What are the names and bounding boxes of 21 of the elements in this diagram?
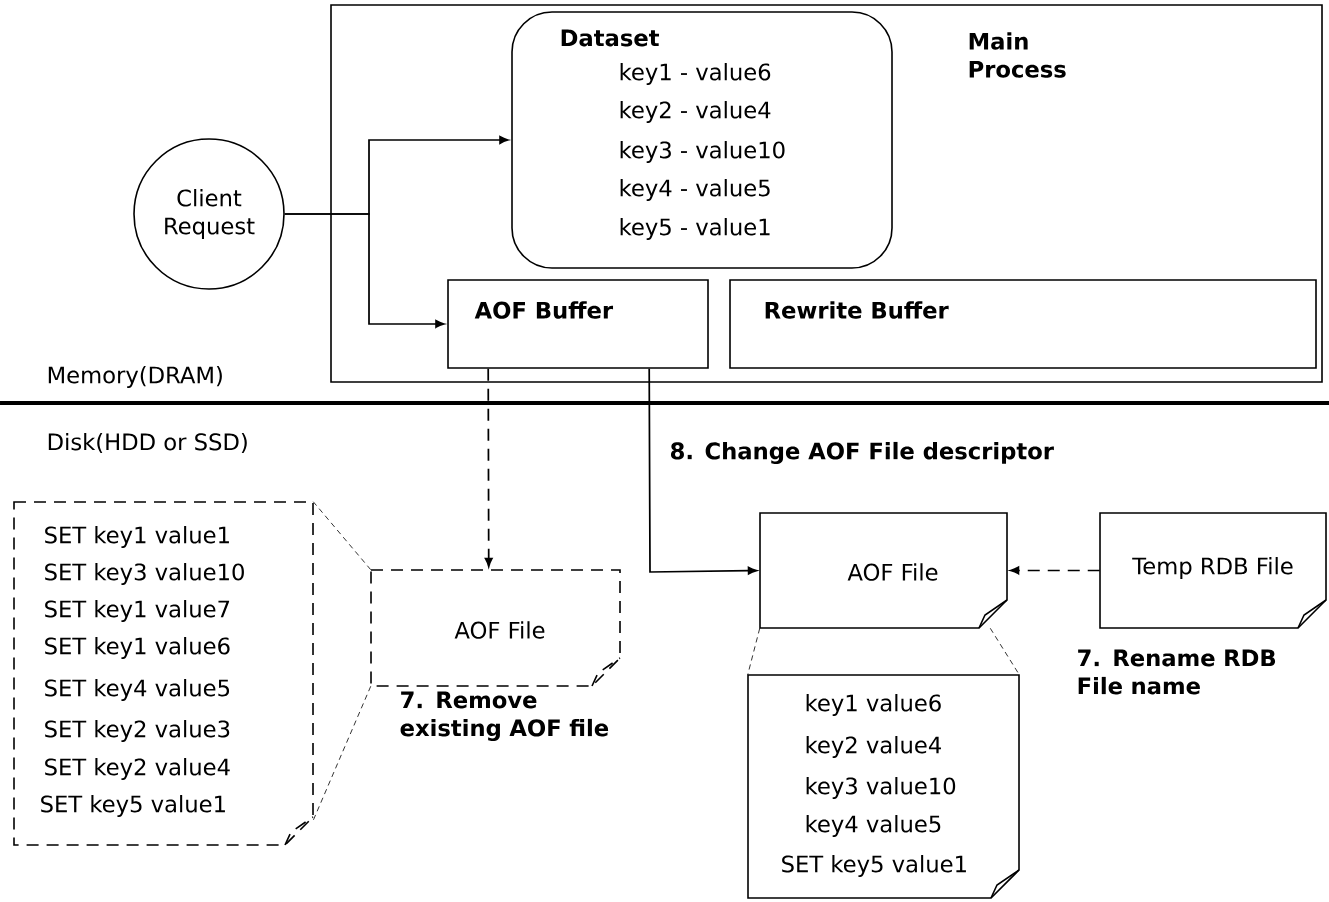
arrow	[283, 213, 445, 328]
file-document: AOF File	[759, 512, 1008, 629]
leader-line	[989, 627, 1020, 676]
step-note: 8. Change AOF File descriptor	[671, 441, 1054, 465]
area-label: Memory(DRAM)	[48, 366, 222, 388]
buffer-box: Rewrite Buffer	[729, 279, 1317, 369]
file-document: SET key1 value1 SET key3 value10 SET key1 value7 SET key1 value6 SET key4 value5 SET key2 value3 SET key2 value4 SET key5 value1	[13, 501, 314, 846]
step-note: 7. Remove existing AOF file	[400, 691, 609, 741]
buffer-box: AOF Buffer	[447, 279, 709, 369]
leader-line	[312, 501, 372, 571]
file-document: Temp RDB File	[1099, 512, 1327, 629]
leader-line	[747, 627, 761, 676]
step-note: 7. Rename RDB File name	[1078, 649, 1276, 695]
arrow	[484, 367, 493, 568]
area-label: Disk(HDD or SSD)	[48, 432, 247, 454]
arrow	[1009, 566, 1101, 575]
dataset-box: Dataset key1 - value6 key2 - value4 key3 - value10 key4 - value5 key5 - value1	[511, 11, 893, 269]
leader-line	[312, 685, 372, 821]
file-document: AOF File	[370, 569, 621, 687]
file-document: key1 value6 key2 value4 key3 value10 key4 value5 SET key5 value1	[747, 674, 1020, 899]
arrow	[648, 367, 758, 575]
